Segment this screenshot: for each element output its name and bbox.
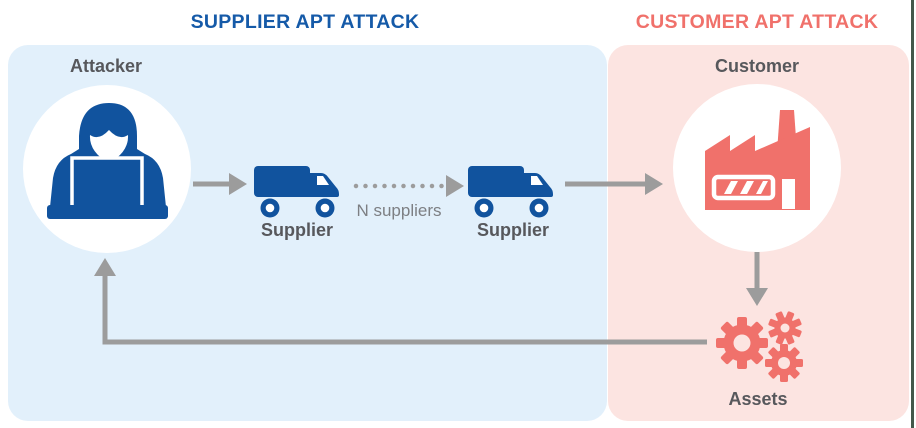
arrow-supplier-to-customer bbox=[565, 173, 663, 195]
arrow-assets-to-attacker bbox=[94, 258, 707, 345]
gear-medium bbox=[765, 344, 803, 382]
gear-small bbox=[768, 311, 802, 345]
arrow-customer-to-assets bbox=[746, 252, 768, 306]
supplier2-label: Supplier bbox=[476, 220, 550, 240]
gear-large bbox=[716, 317, 768, 369]
assets-label: Assets bbox=[728, 389, 788, 409]
attacker-label: Attacker bbox=[69, 56, 143, 76]
supplier1-label: Supplier bbox=[260, 220, 334, 240]
customer-apt-attack-title: CUSTOMER APT ATTACK bbox=[635, 11, 879, 33]
factory-icon bbox=[705, 110, 810, 210]
gears-icon bbox=[716, 311, 803, 382]
customer-label: Customer bbox=[714, 56, 800, 76]
truck-icon bbox=[254, 166, 339, 218]
dotted-arrow-supplier-chain bbox=[353, 175, 464, 197]
supplier-apt-attack-title: SUPPLIER APT ATTACK bbox=[190, 11, 420, 33]
truck-icon bbox=[468, 166, 553, 218]
arrow-attacker-to-supplier bbox=[193, 173, 247, 195]
hacker-icon bbox=[47, 103, 168, 219]
n-suppliers-label: N suppliers bbox=[356, 201, 442, 220]
right-edge-border bbox=[911, 0, 914, 428]
